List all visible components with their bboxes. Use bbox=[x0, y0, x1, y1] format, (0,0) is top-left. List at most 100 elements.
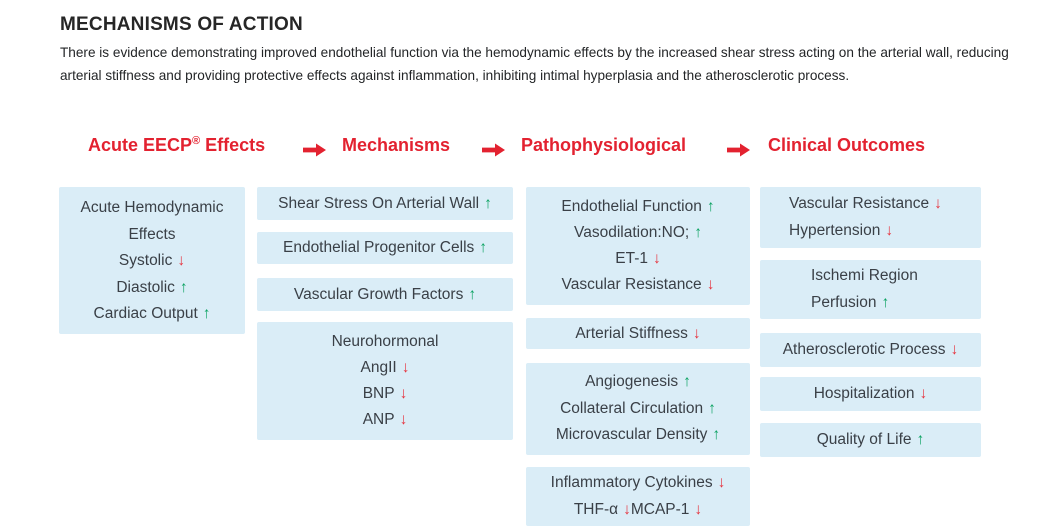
box-line: Vascular Growth Factors↑ bbox=[257, 278, 513, 311]
box-line-text: Ischemi Region bbox=[811, 267, 918, 284]
down-arrow-icon: ↓ bbox=[919, 385, 928, 402]
box-line-text: Vascular Resistance bbox=[561, 276, 702, 293]
box-line-text: Effects bbox=[128, 225, 176, 243]
box-line: Endothelial Function↑ bbox=[526, 194, 750, 220]
flow-step-label: Clinical Outcomes bbox=[768, 135, 926, 155]
down-arrow-icon: ↓ bbox=[692, 325, 701, 342]
down-arrow-icon: ↓ bbox=[401, 359, 410, 376]
flow-step-label: Mechanisms bbox=[342, 135, 451, 155]
down-arrow-icon: ↓ bbox=[399, 411, 408, 428]
pathophysiological-box-2: Arterial Stiffness↓ bbox=[526, 318, 750, 349]
box-line: AngII↓ bbox=[257, 355, 513, 381]
up-arrow-icon: ↑ bbox=[484, 195, 492, 212]
box-line: Collateral Circulation↑ bbox=[526, 396, 750, 423]
box-line: Hospitalization↓ bbox=[760, 377, 981, 411]
down-arrow-icon: ↓ bbox=[717, 474, 726, 491]
box-line-text: ET-1 bbox=[615, 250, 648, 267]
down-arrow-icon: ↓ bbox=[694, 500, 703, 518]
box-line: BNP↓ bbox=[257, 381, 513, 407]
box-line: Vasodilation:NO;↑ bbox=[526, 220, 750, 246]
up-arrow-icon: ↑ bbox=[468, 286, 477, 303]
pathophysiological-box-3: Angiogenesis↑Collateral Circulation↑Micr… bbox=[526, 363, 750, 455]
box-line: Inflammatory Cytokines↓ bbox=[526, 470, 750, 497]
down-arrow-icon: ↓ bbox=[177, 252, 186, 269]
box-line-text: Hypertension bbox=[789, 221, 881, 239]
box-line: Atherosclerotic Process↓ bbox=[760, 333, 981, 367]
box-line-text: THF-α bbox=[573, 500, 619, 518]
up-arrow-icon: ↑ bbox=[712, 426, 721, 443]
box-line: ANP↓ bbox=[257, 407, 513, 433]
box-line-text: ANP bbox=[362, 411, 395, 428]
box-line-text: Quality of Life bbox=[816, 431, 912, 448]
clinical-outcomes-box-5: Quality of Life↑ bbox=[760, 423, 981, 457]
down-arrow-icon: ↓ bbox=[934, 195, 942, 212]
flow-arrow-icon bbox=[482, 143, 505, 157]
mechanisms-box-1: Shear Stress On Arterial Wall↑ bbox=[257, 187, 513, 220]
box-line: Effects bbox=[59, 222, 245, 249]
pathophysiological-box-1: Endothelial Function↑Vasodilation:NO;↑ET… bbox=[526, 187, 750, 305]
box-line-text: Atherosclerotic Process bbox=[782, 341, 946, 358]
box-line: Perfusion↑ bbox=[811, 290, 981, 317]
box-line-text: AngII bbox=[360, 359, 397, 376]
box-line-text: Endothelial Progenitor Cells bbox=[282, 239, 475, 256]
box-line: Microvascular Density↑ bbox=[526, 422, 750, 449]
down-arrow-icon: ↓ bbox=[885, 221, 894, 239]
intro-paragraph: There is evidence demonstrating improved… bbox=[60, 45, 1009, 83]
up-arrow-icon: ↑ bbox=[916, 431, 925, 448]
up-arrow-icon: ↑ bbox=[708, 399, 716, 417]
box-line-text: Vasodilation:NO; bbox=[574, 224, 690, 241]
up-arrow-icon: ↑ bbox=[202, 305, 211, 322]
box-line: Endothelial Progenitor Cells↑ bbox=[257, 232, 513, 264]
box-line: ET-1↓ bbox=[526, 246, 750, 272]
flow-step-pathophysiological: Pathophysiological bbox=[521, 135, 686, 156]
up-arrow-icon: ↑ bbox=[694, 224, 702, 241]
box-line: Ischemi Region bbox=[811, 263, 981, 290]
box-line-text: Arterial Stiffness bbox=[575, 325, 688, 342]
box-line-text: Endothelial Function bbox=[561, 198, 702, 215]
mechanisms-box-3: Vascular Growth Factors↑ bbox=[257, 278, 513, 311]
up-arrow-icon: ↑ bbox=[479, 239, 488, 256]
flow-step-acute-eecp-effects: Acute EECP® Effects bbox=[88, 135, 265, 156]
clinical-outcomes-box-4: Hospitalization↓ bbox=[760, 377, 981, 411]
up-arrow-icon: ↑ bbox=[881, 293, 890, 311]
box-line: Acute Hemodynamic bbox=[59, 195, 245, 222]
box-line-text: Collateral Circulation bbox=[560, 399, 704, 417]
box-line: Vascular Resistance↓ bbox=[526, 272, 750, 298]
down-arrow-icon: ↓ bbox=[623, 500, 631, 518]
box-line: Hypertension↓ bbox=[789, 218, 981, 245]
page-title: MECHANISMS OF ACTION bbox=[60, 14, 303, 35]
box-line-text: Hospitalization bbox=[813, 385, 915, 402]
box-line-text: Vascular Growth Factors bbox=[293, 286, 464, 303]
down-arrow-icon: ↓ bbox=[399, 385, 408, 402]
box-line: Shear Stress On Arterial Wall↑ bbox=[257, 187, 513, 220]
clinical-outcomes-box-3: Atherosclerotic Process↓ bbox=[760, 333, 981, 367]
box-line-text: Angiogenesis bbox=[585, 373, 679, 390]
box-line-text: Systolic bbox=[118, 252, 173, 269]
box-line-text: BNP bbox=[362, 385, 395, 402]
down-arrow-icon: ↓ bbox=[652, 250, 661, 267]
box-line-text: Diastolic bbox=[116, 278, 175, 296]
box-line-text: Perfusion bbox=[811, 293, 877, 311]
flow-step-label: Pathophysiological bbox=[521, 135, 687, 155]
up-arrow-icon: ↑ bbox=[179, 278, 188, 296]
down-arrow-icon: ↓ bbox=[950, 341, 959, 358]
flow-step-label: Effects bbox=[200, 135, 266, 155]
box-line-text: Cardiac Output bbox=[93, 305, 198, 322]
down-arrow-icon: ↓ bbox=[706, 276, 715, 293]
box-line-text: Microvascular Density bbox=[555, 426, 708, 443]
flow-arrow-icon bbox=[303, 143, 326, 157]
up-arrow-icon: ↑ bbox=[683, 373, 691, 390]
box-line: Arterial Stiffness↓ bbox=[526, 318, 750, 349]
flow-step-label: Acute EECP bbox=[88, 135, 193, 155]
up-arrow-icon: ↑ bbox=[706, 198, 715, 215]
registered-trademark-icon: ® bbox=[192, 135, 201, 147]
box-line: Neurohormonal bbox=[257, 329, 513, 355]
flow-arrow-icon bbox=[727, 143, 750, 157]
flow-step-mechanisms: Mechanisms bbox=[342, 135, 450, 156]
box-line-text: Inflammatory Cytokines bbox=[550, 474, 713, 491]
mechanisms-box-2: Endothelial Progenitor Cells↑ bbox=[257, 232, 513, 264]
box-line: Systolic↓ bbox=[59, 248, 245, 275]
